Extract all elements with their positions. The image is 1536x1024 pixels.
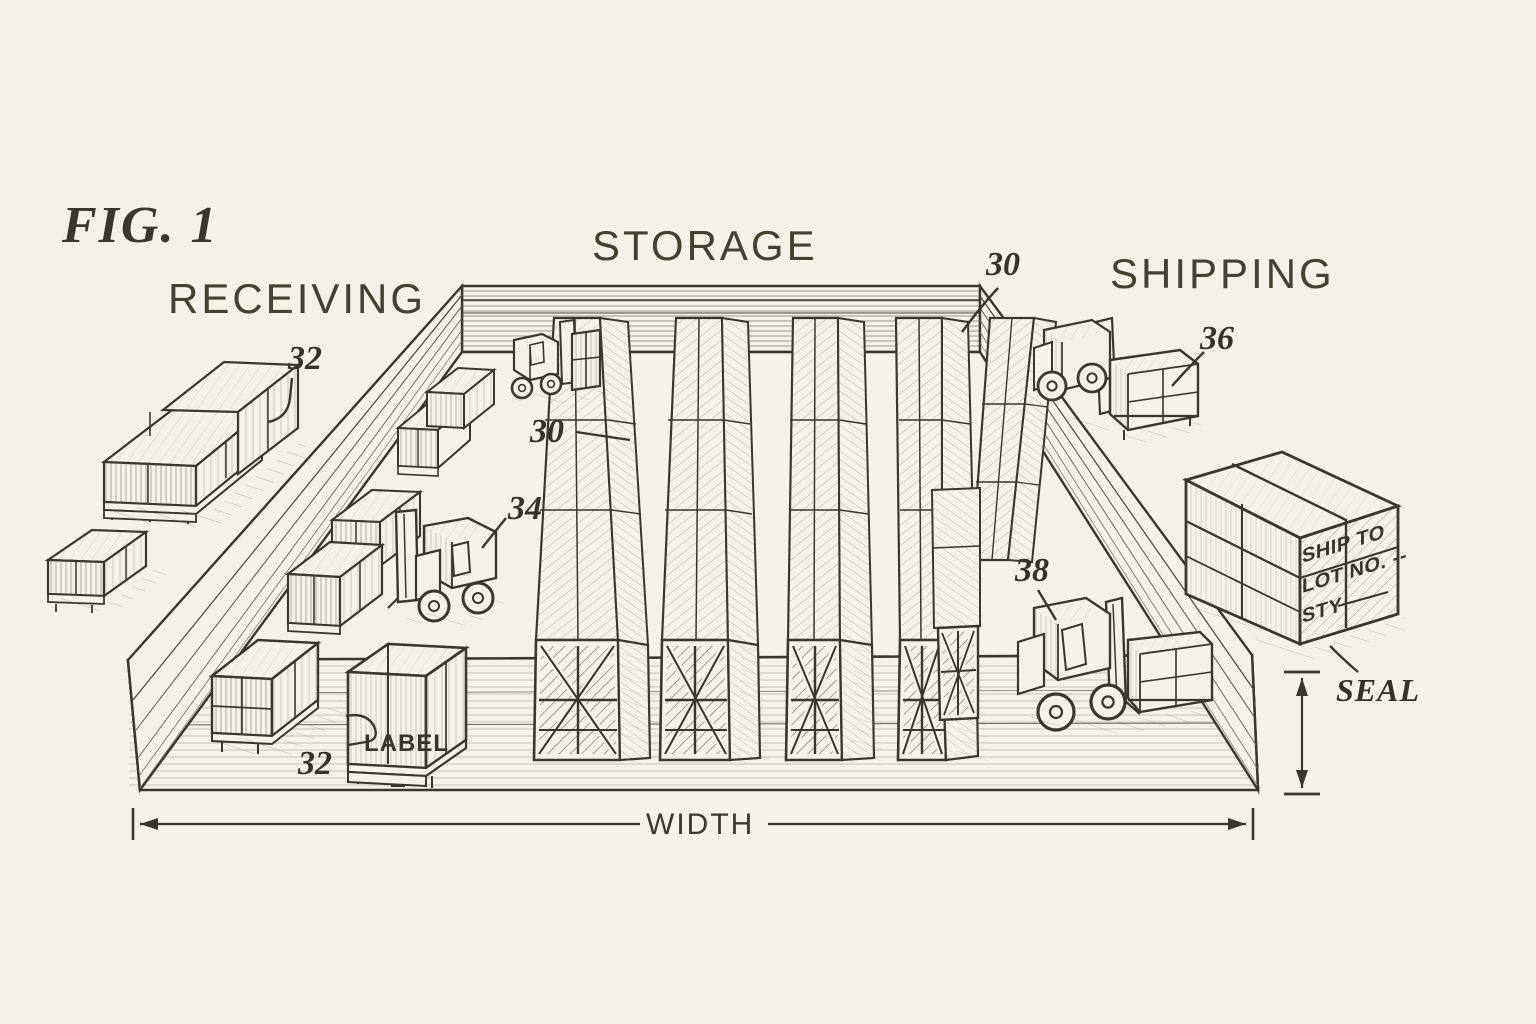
figure-label: FIG. 1 <box>62 197 219 254</box>
palletized-load <box>424 366 497 431</box>
ref-numeral-32-bottom: 32 <box>298 745 332 782</box>
label-crate <box>344 642 470 788</box>
palletized-load <box>159 360 302 477</box>
palletized-load <box>44 528 150 613</box>
ref-numeral-38: 38 <box>1015 552 1049 589</box>
warehouse-left-wall <box>126 282 464 794</box>
floor-shadow <box>1190 600 1412 662</box>
ref-numeral-34: 34 <box>508 490 542 527</box>
forklift-shipping-outer <box>1033 316 1200 440</box>
floor-shadow <box>110 442 312 528</box>
width-dimension-label: WIDTH <box>646 808 755 841</box>
floor-shadow <box>220 700 352 756</box>
leader-line <box>481 517 507 549</box>
leader-line <box>345 713 377 747</box>
forklift-receiving <box>387 508 498 623</box>
ref-numeral-30-front: 30 <box>530 413 564 450</box>
zone-label-receiving: RECEIVING <box>168 275 427 322</box>
floor-shadow <box>1026 706 1220 734</box>
ref-numeral-32-top: 32 <box>288 340 322 377</box>
crate-label-text: LABEL <box>364 730 449 757</box>
leader-line <box>1329 645 1359 673</box>
floor-shadow <box>406 598 506 626</box>
leader-line <box>1171 351 1205 387</box>
forklift-shipping <box>1016 596 1214 732</box>
ref-numeral-36: 36 <box>1200 320 1234 357</box>
zone-label-shipping: SHIPPING <box>1110 250 1335 297</box>
palletized-load <box>208 638 322 754</box>
leader-line <box>575 430 631 442</box>
floor-shadow <box>1036 392 1204 446</box>
floor-shadow <box>512 390 608 404</box>
aisle-floor-shading <box>620 645 990 765</box>
height-dimension <box>1284 670 1320 796</box>
leader-line <box>961 287 999 333</box>
width-dimension <box>131 808 1255 840</box>
leader-line <box>1036 589 1058 621</box>
palletized-load <box>284 540 386 635</box>
forklift-storage-rear <box>510 318 602 400</box>
ref-numeral-30-back: 30 <box>986 246 1020 283</box>
seal-callout-label: SEAL <box>1336 672 1421 708</box>
zone-label-storage: STORAGE <box>592 222 818 269</box>
shipping-crate <box>1182 450 1402 647</box>
floor-shadow <box>50 566 168 612</box>
leader-line <box>267 377 294 424</box>
